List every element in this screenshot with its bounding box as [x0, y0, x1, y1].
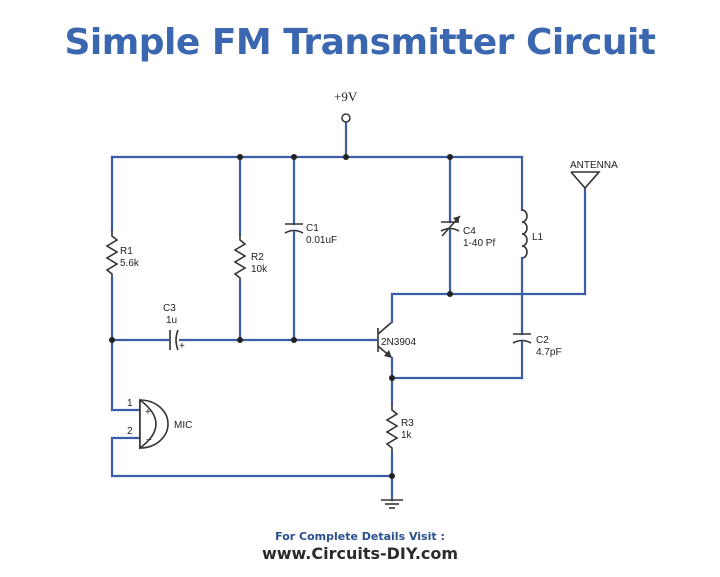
junction-dots — [109, 154, 453, 479]
c2-name: C2 — [536, 335, 549, 346]
junction-dot — [389, 473, 395, 479]
capacitor-c3-plate-right — [175, 329, 179, 351]
junction-dot — [291, 154, 297, 160]
mic-pin2-label: 2 — [127, 426, 133, 437]
c1-name: C1 — [306, 223, 319, 234]
junction-dot — [291, 337, 297, 343]
junction-dot — [447, 154, 453, 160]
capacitor-c4-plate-bottom — [440, 227, 460, 232]
l1-name: L1 — [532, 232, 544, 243]
junction-dot — [343, 154, 349, 160]
r3-value: 1k — [401, 430, 413, 441]
c3-value: 1u — [166, 315, 177, 326]
mic-plus: + — [145, 407, 151, 418]
r2-value: 10k — [251, 264, 268, 275]
resistor-r2 — [233, 234, 247, 282]
resistor-r3 — [385, 404, 399, 452]
c3-name: C3 — [163, 303, 176, 314]
footer-visit-text: For Complete Details Visit : — [275, 530, 445, 543]
r1-value: 5.6k — [120, 258, 140, 269]
junction-dot — [109, 337, 115, 343]
junction-dot — [389, 375, 395, 381]
footer-website: www.Circuits-DIY.com — [261, 544, 459, 563]
transistor-collector-leg — [377, 321, 393, 335]
mic-pin1-label: 1 — [127, 398, 133, 409]
supply-label: +9V — [334, 89, 358, 104]
c4-name: C4 — [463, 226, 476, 237]
r3-name: R3 — [401, 418, 414, 429]
microphone-icon — [139, 398, 157, 450]
c4-value: 1-40 Pf — [463, 238, 495, 249]
mic-name: MIC — [174, 420, 192, 431]
junction-dot — [447, 291, 453, 297]
mic-body-outline — [139, 399, 169, 449]
antenna-label: ANTENNA — [570, 160, 618, 171]
capacitor-c2-plate-bottom — [512, 339, 532, 344]
c3-plus: + — [179, 341, 185, 352]
junction-dot — [237, 337, 243, 343]
c2-value: 4.7pF — [536, 347, 562, 358]
page-title: Simple FM Transmitter Circuit — [64, 22, 657, 63]
resistor-r1 — [105, 230, 119, 278]
supply-terminal — [341, 113, 351, 123]
junction-dot — [237, 154, 243, 160]
r1-name: R1 — [120, 246, 133, 257]
capacitor-c4-arrowhead — [453, 216, 460, 223]
transistor-emitter-arrow — [384, 350, 392, 358]
capacitor-c1-plate-bottom — [284, 229, 304, 234]
r2-name: R2 — [251, 252, 264, 263]
c1-value: 0.01uF — [306, 235, 337, 246]
mic-minus: − — [146, 435, 152, 446]
inductor-l1 — [521, 209, 528, 259]
antenna-icon — [570, 171, 601, 190]
q1-name: 2N3904 — [381, 337, 416, 348]
